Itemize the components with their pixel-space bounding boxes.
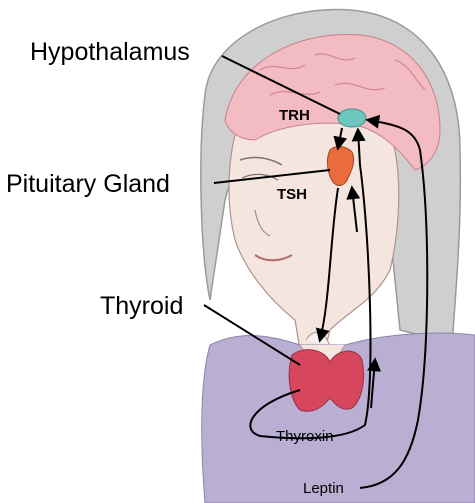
hypothalamus-label: Hypothalamus xyxy=(30,38,190,67)
pituitary-label: Pituitary Gland xyxy=(6,170,170,199)
leptin-label: Leptin xyxy=(303,480,344,497)
thyroid-label: Thyroid xyxy=(100,292,183,321)
tsh-label: TSH xyxy=(277,186,307,203)
thyroxin-label: Thyroxin xyxy=(276,428,334,445)
thyroid-shape xyxy=(289,350,363,412)
hypothalamus-shape xyxy=(338,109,366,127)
trh-label: TRH xyxy=(279,107,310,124)
